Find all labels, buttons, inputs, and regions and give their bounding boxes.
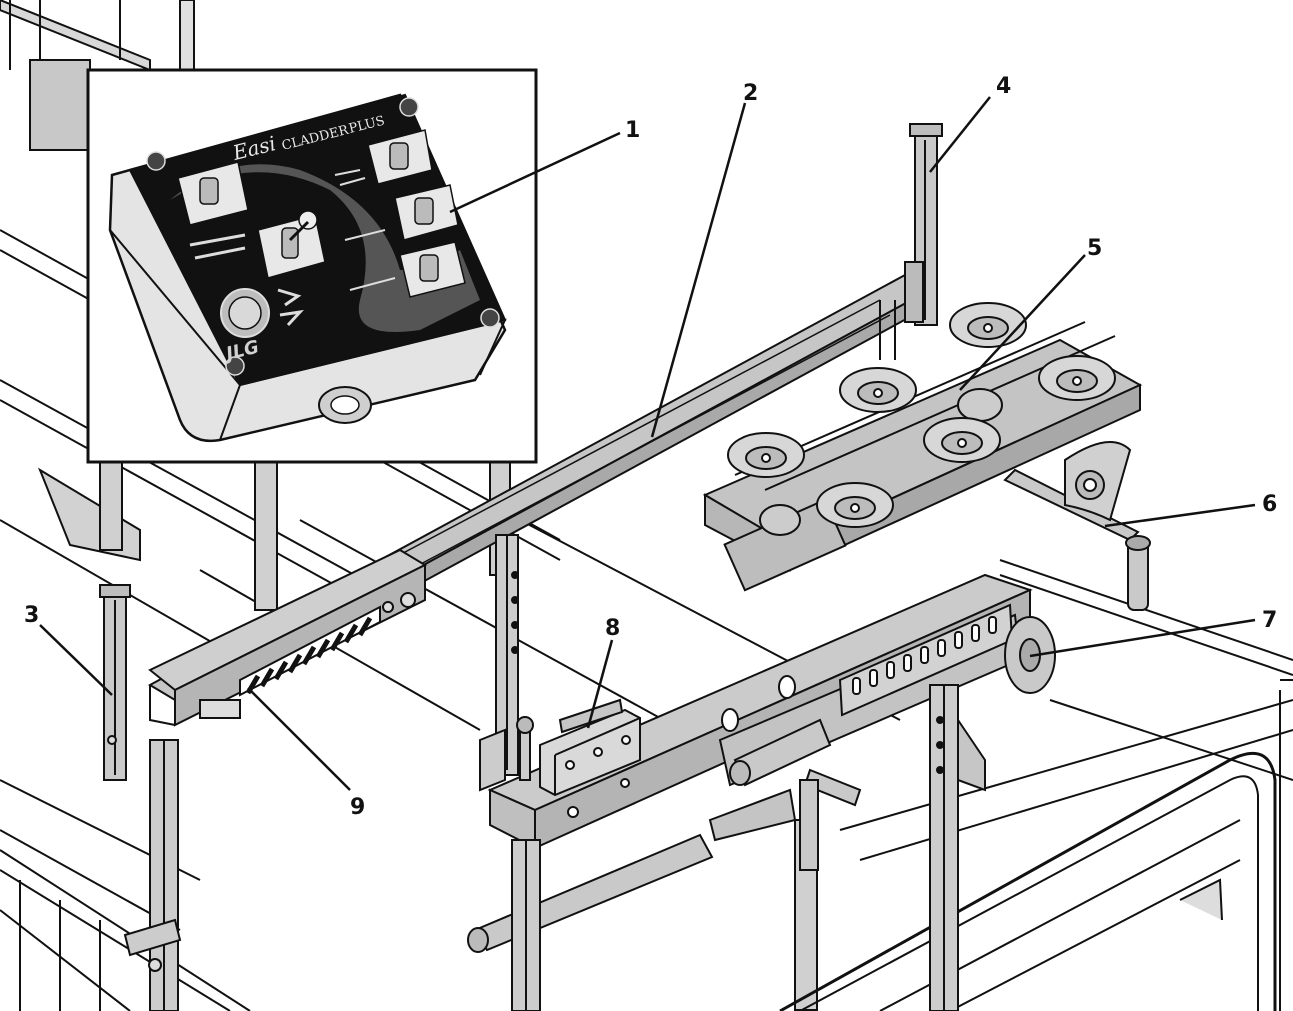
right-stop-post xyxy=(879,123,943,360)
suction-cup xyxy=(816,482,894,528)
screw-icon xyxy=(146,151,166,171)
suction-cup xyxy=(1038,355,1116,401)
lock-block xyxy=(516,698,641,797)
screw-icon xyxy=(399,97,419,117)
suction-cup xyxy=(727,432,805,478)
leader-line-7 xyxy=(1029,618,1256,658)
left-stop-post xyxy=(99,584,131,781)
leader-line-2 xyxy=(650,102,747,438)
callout-7: 7 xyxy=(1262,608,1277,633)
suction-cup xyxy=(923,417,1001,463)
suction-cups xyxy=(727,302,1116,528)
left-support-post xyxy=(123,739,182,1011)
callout-8: 8 xyxy=(605,616,620,641)
callout-5: 5 xyxy=(1087,236,1102,261)
screw-icon xyxy=(480,308,500,328)
suction-cup xyxy=(949,302,1027,348)
panel-swirl xyxy=(170,164,480,332)
warning-stripes xyxy=(245,616,373,695)
lower-posts xyxy=(511,684,986,1011)
toggle-switch xyxy=(177,161,249,226)
stop-button xyxy=(220,288,270,338)
middle-support-post xyxy=(479,534,519,792)
joystick xyxy=(257,210,326,279)
leader-line-3 xyxy=(39,624,113,696)
screw-icon xyxy=(225,356,245,376)
toggle-switch xyxy=(399,241,466,298)
leader-line-5 xyxy=(959,254,1086,391)
toggle-switch xyxy=(367,129,433,185)
leader-lines xyxy=(39,96,1256,791)
cable-gland xyxy=(318,386,372,424)
leader-line-8 xyxy=(586,639,614,729)
toggle-switch xyxy=(394,184,459,241)
callout-1: 1 xyxy=(625,118,640,143)
telescoping-section xyxy=(148,548,428,727)
control-box-inset: Easi CLADDER PLUS JLG 1780717 B xyxy=(86,68,538,464)
callout-9: 9 xyxy=(350,795,365,820)
leader-line-6 xyxy=(1104,503,1256,528)
callout-2: 2 xyxy=(743,81,758,106)
leader-line-1 xyxy=(449,131,621,214)
callout-3: 3 xyxy=(24,603,39,628)
callout-numbers: 1 2 3 4 5 6 7 8 9 xyxy=(24,74,1277,820)
leader-line-4 xyxy=(929,96,991,173)
suction-cup xyxy=(839,367,917,413)
leader-line-9 xyxy=(247,687,351,791)
callout-6: 6 xyxy=(1262,492,1277,517)
callout-4: 4 xyxy=(996,74,1011,99)
slots xyxy=(852,616,997,695)
rotation-arm xyxy=(1003,441,1151,611)
